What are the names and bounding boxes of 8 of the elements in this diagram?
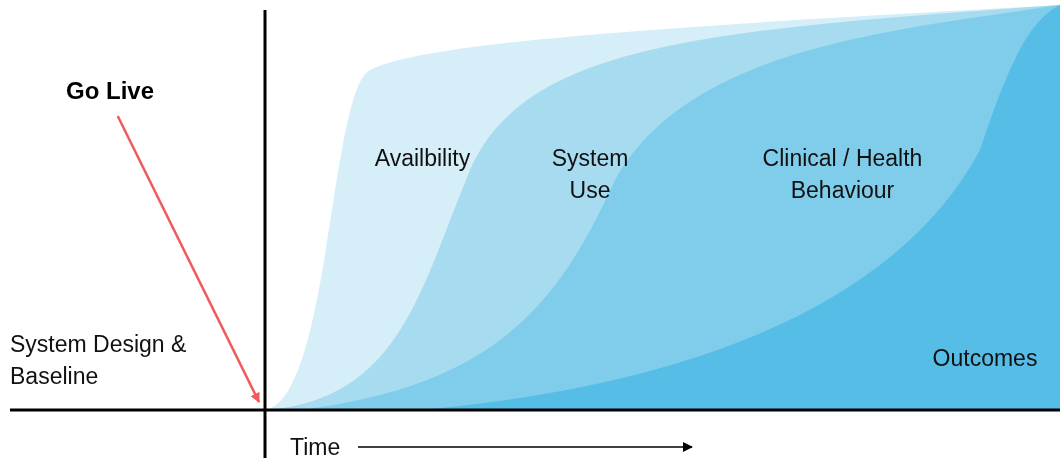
milestone-label: Go Live bbox=[55, 74, 165, 108]
area-label: Outcomes bbox=[931, 344, 1039, 373]
area-label: System Use bbox=[550, 144, 630, 205]
axis-label: Time bbox=[290, 433, 342, 460]
phase-label: System Design & Baseline bbox=[10, 330, 188, 391]
area-label: Availbility bbox=[373, 144, 472, 173]
leader-arrow bbox=[116, 115, 261, 403]
area-label: Clinical / Health Behaviour bbox=[761, 144, 924, 205]
